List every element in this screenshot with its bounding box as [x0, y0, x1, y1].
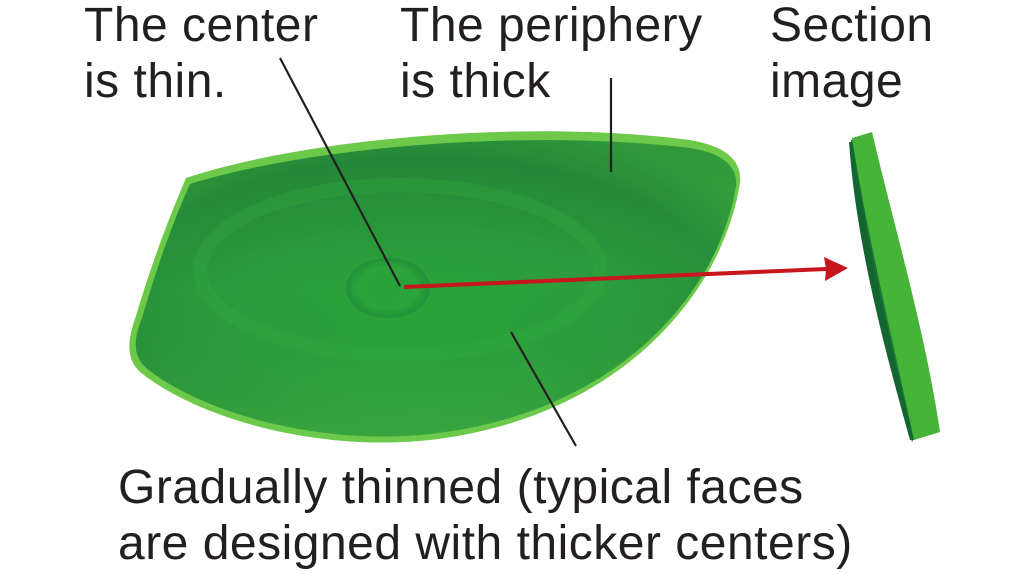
section-image-label: Section image [770, 0, 934, 110]
club-face [129, 131, 741, 443]
face-inner-ring [193, 178, 607, 362]
leader-line-gradual [510, 331, 577, 447]
section-shadow [849, 142, 914, 440]
face-shading [135, 140, 737, 437]
periphery-thick-label-line-2: is thick [400, 55, 551, 108]
arrow-shaft [403, 267, 827, 289]
gradually-thinned-label-line-2: are designed with thicker centers) [118, 517, 853, 570]
section-front [852, 132, 940, 440]
gradually-thinned-label-line-1: Gradually thinned (typical faces [118, 461, 804, 514]
center-thin-label-line-2: is thin. [84, 55, 227, 108]
face-center-dimple [346, 258, 430, 318]
right-arrow-icon [403, 257, 848, 289]
center-thin-label: The center is thin. [84, 0, 318, 110]
section-image [849, 132, 940, 442]
leader-lines [279, 57, 613, 447]
arrow-head [824, 257, 848, 281]
periphery-thick-label-line-1: The periphery [400, 0, 703, 52]
center-thin-label-line-1: The center [84, 0, 319, 52]
gradually-thinned-label: Gradually thinned (typical faces are des… [118, 460, 853, 572]
leader-line-center [279, 57, 401, 287]
periphery-thick-label: The periphery is thick [400, 0, 703, 110]
section-image-label-line-1: Section [770, 0, 934, 52]
section-image-label-line-2: image [770, 55, 904, 108]
